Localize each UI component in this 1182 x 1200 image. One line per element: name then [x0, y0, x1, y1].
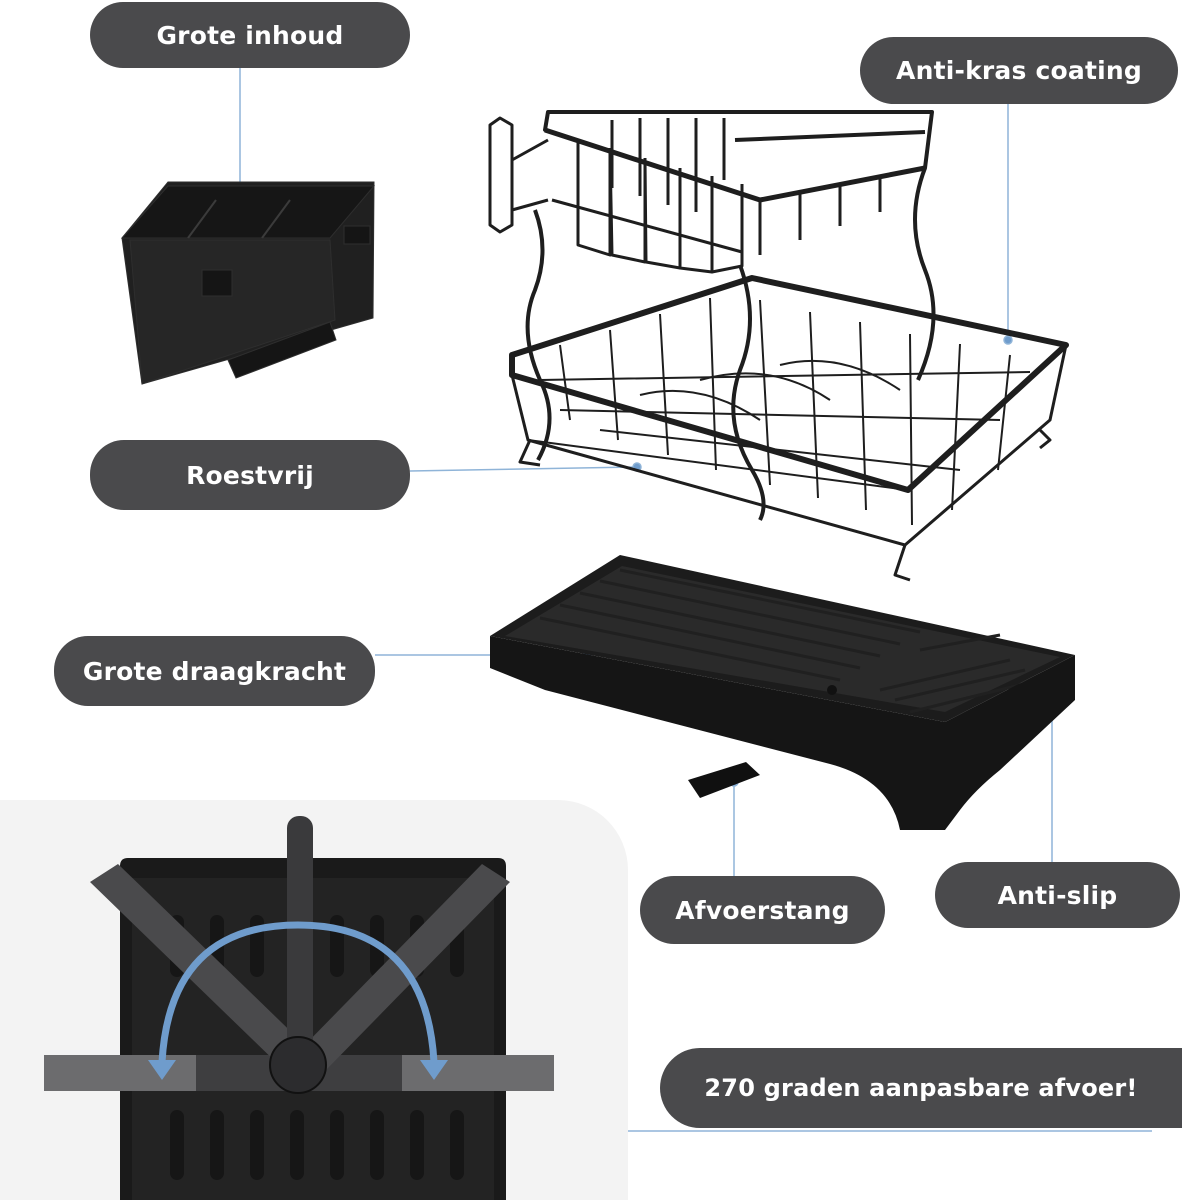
label-text: Roestvrij [186, 460, 314, 490]
drip-tray [490, 555, 1075, 830]
label-anti-slip: Anti-slip [935, 862, 1180, 928]
cutlery-holder [120, 181, 376, 385]
label-grote-inhoud: Grote inhoud [90, 2, 410, 68]
label-text: Grote inhoud [156, 20, 344, 50]
label-anti-kras-coating: Anti-kras coating [860, 37, 1178, 104]
label-270-graden: 270 graden aanpasbare afvoer! [660, 1048, 1182, 1128]
label-grote-draagkracht: Grote draagkracht [54, 636, 375, 706]
label-text: Anti-slip [997, 880, 1118, 910]
dish-rack [488, 110, 1069, 582]
label-text: Anti-kras coating [896, 56, 1142, 85]
label-text: 270 graden aanpasbare afvoer! [704, 1074, 1138, 1102]
label-afvoerstang: Afvoerstang [640, 876, 885, 944]
label-roestvrij: Roestvrij [90, 440, 410, 510]
label-text: Afvoerstang [675, 895, 850, 925]
label-text: Grote draagkracht [82, 656, 347, 686]
drain-detail-illustration [44, 816, 554, 1200]
